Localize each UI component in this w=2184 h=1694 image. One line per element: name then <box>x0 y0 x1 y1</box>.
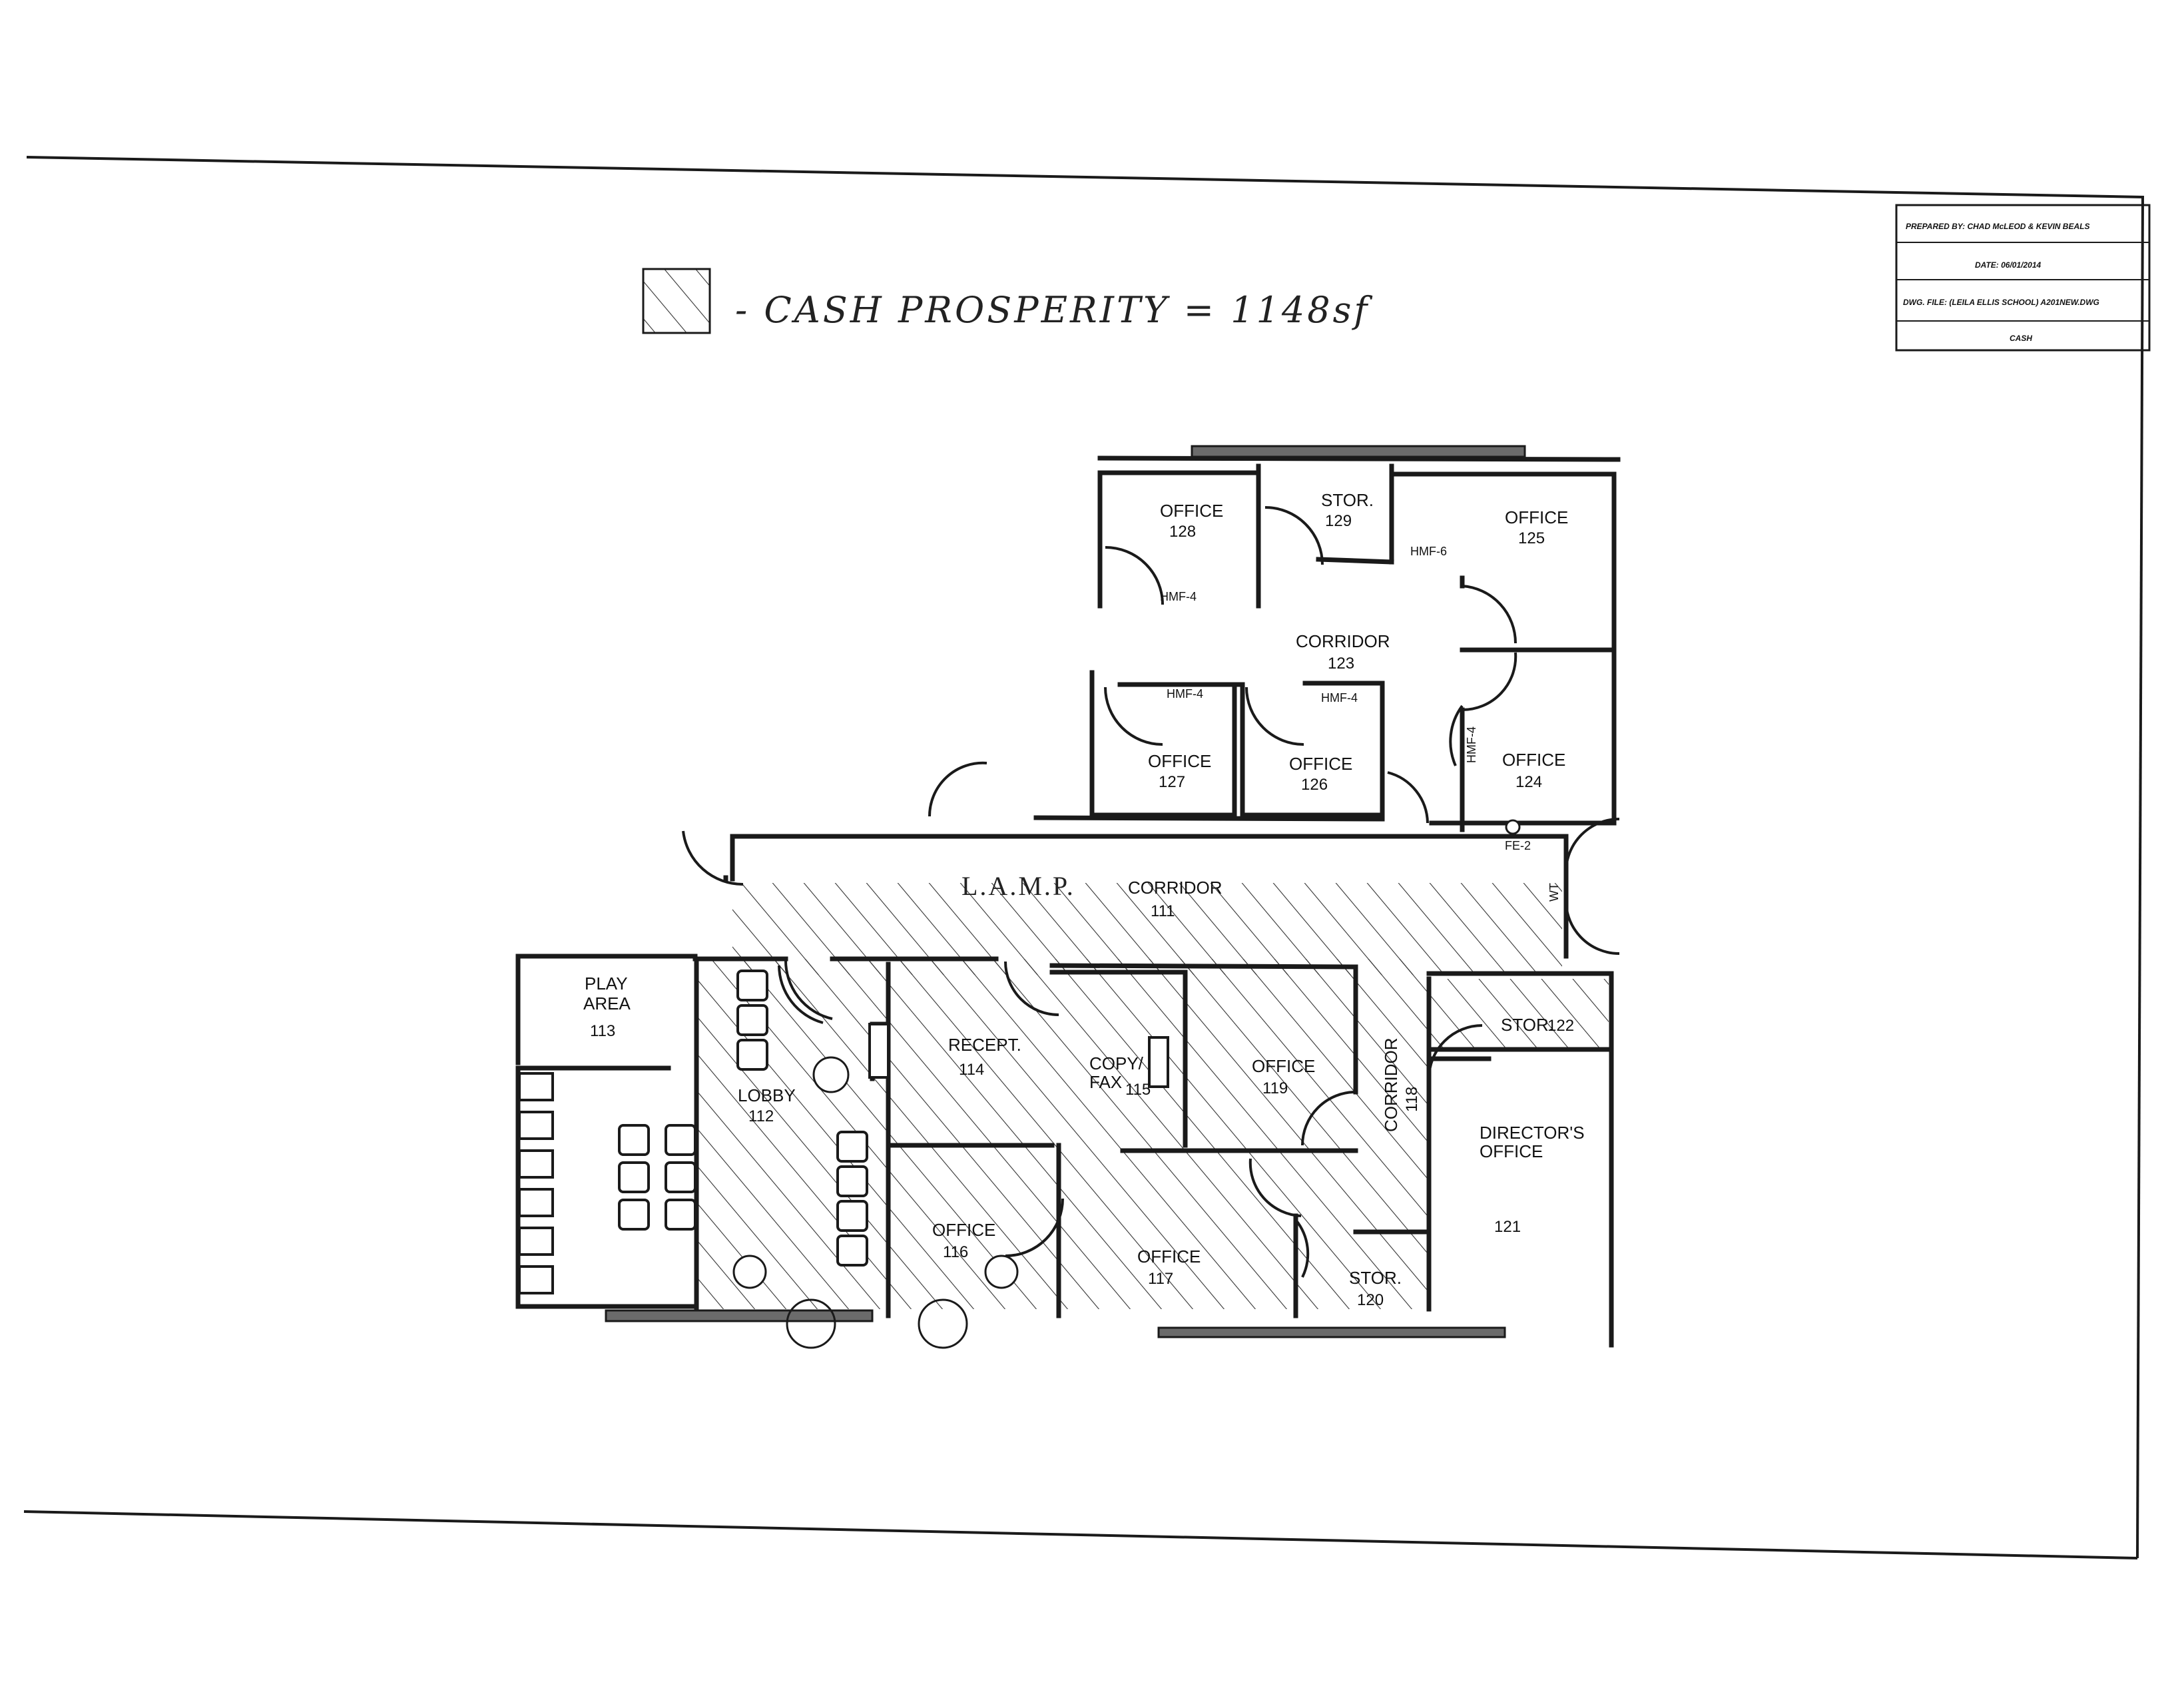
room-125-name: OFFICE <box>1505 507 1568 527</box>
room-111-name: CORRIDOR <box>1128 878 1223 898</box>
legend-text: - CASH PROSPERITY = 1148sf <box>735 289 1372 331</box>
room-115-name: COPY/ <box>1089 1053 1144 1073</box>
room-122-name: STOR. <box>1501 1015 1553 1035</box>
room-115-name2: FAX <box>1089 1072 1122 1092</box>
room-116-name: OFFICE <box>932 1220 995 1240</box>
room-129-name: STOR. <box>1321 490 1374 510</box>
room-112-name: LOBBY <box>738 1085 796 1105</box>
room-126-name: OFFICE <box>1289 754 1352 774</box>
room-126-number: 126 <box>1301 776 1328 794</box>
window-bands <box>605 445 1526 1338</box>
room-120-name: STOR. <box>1349 1268 1402 1288</box>
room-121-name: DIRECTOR'S <box>1480 1123 1585 1143</box>
room-119-number: 119 <box>1262 1079 1288 1097</box>
room-119-name: OFFICE <box>1252 1056 1315 1076</box>
room-122-number: 122 <box>1547 1017 1574 1035</box>
room-117-name: OFFICE <box>1137 1247 1201 1267</box>
hatch-swatch-icon <box>642 268 711 334</box>
room-118-number: 118 <box>1403 1087 1421 1112</box>
tag-hmf-127: HMF-4 <box>1167 687 1203 701</box>
tag-hmf-128: HMF-4 <box>1160 590 1197 603</box>
title-block: PREPARED BY: CHAD McLEOD & KEVIN BEALS D… <box>1895 204 2151 352</box>
sheet-border <box>23 156 2145 1559</box>
door-swings <box>682 506 1620 1278</box>
room-120-number: 120 <box>1357 1291 1384 1309</box>
room-121-name2: OFFICE <box>1480 1141 1543 1161</box>
room-115-number: 115 <box>1125 1081 1151 1099</box>
room-121-number: 121 <box>1494 1218 1521 1236</box>
room-113-number: 113 <box>590 1022 615 1040</box>
room-112-number: 112 <box>748 1107 774 1125</box>
room-113-name2: AREA <box>583 993 631 1013</box>
room-125-number: 125 <box>1518 529 1545 547</box>
room-111-number: 111 <box>1151 902 1175 920</box>
furniture <box>518 970 1169 1294</box>
room-124-number: 124 <box>1515 773 1542 791</box>
room-114-number: 114 <box>959 1061 984 1079</box>
room-128-number: 128 <box>1169 523 1196 541</box>
tag-hmf-126: HMF-4 <box>1321 691 1358 705</box>
tag-wt: WT <box>1547 883 1561 902</box>
room-117-number: 117 <box>1148 1270 1173 1288</box>
room-labels: OFFICE 128 STOR. 129 OFFICE 125 CORRIDOR… <box>583 490 1585 1309</box>
room-113-name: PLAY <box>585 974 628 993</box>
room-129-number: 129 <box>1325 512 1352 530</box>
tag-fe: FE-2 <box>1505 839 1531 852</box>
room-118-name: CORRIDOR <box>1381 1037 1401 1132</box>
prepared-by-text: PREPARED BY: CHAD McLEOD & KEVIN BEALS <box>1906 222 2089 231</box>
room-116-number: 116 <box>943 1243 968 1261</box>
dwg-file-text: DWG. FILE: (LEILA ELLIS SCHOOL) A201NEW.… <box>1903 298 2099 307</box>
equipment-symbols <box>732 819 1521 1349</box>
room-128-name: OFFICE <box>1160 501 1223 521</box>
room-127-number: 127 <box>1159 773 1185 791</box>
room-124-name: OFFICE <box>1502 750 1565 770</box>
room-123-number: 123 <box>1328 655 1354 673</box>
room-114-name: RECEPT. <box>948 1035 1021 1055</box>
room-123-name: CORRIDOR <box>1296 631 1390 651</box>
lamp-label: L.A.M.P. <box>961 871 1075 901</box>
room-127-name: OFFICE <box>1148 751 1211 771</box>
hardware-tags: HMF-4 HMF-6 HMF-4 HMF-4 HMF-4 FE-2 WT L.… <box>961 545 1561 902</box>
legend: - CASH PROSPERITY = 1148sf <box>642 268 1372 334</box>
sheet-text: CASH <box>2010 334 2032 343</box>
tag-hmf-125: HMF-6 <box>1410 545 1447 558</box>
date-text: DATE: 06/01/2014 <box>1975 260 2041 270</box>
tag-hmf-124: HMF-4 <box>1465 726 1478 763</box>
